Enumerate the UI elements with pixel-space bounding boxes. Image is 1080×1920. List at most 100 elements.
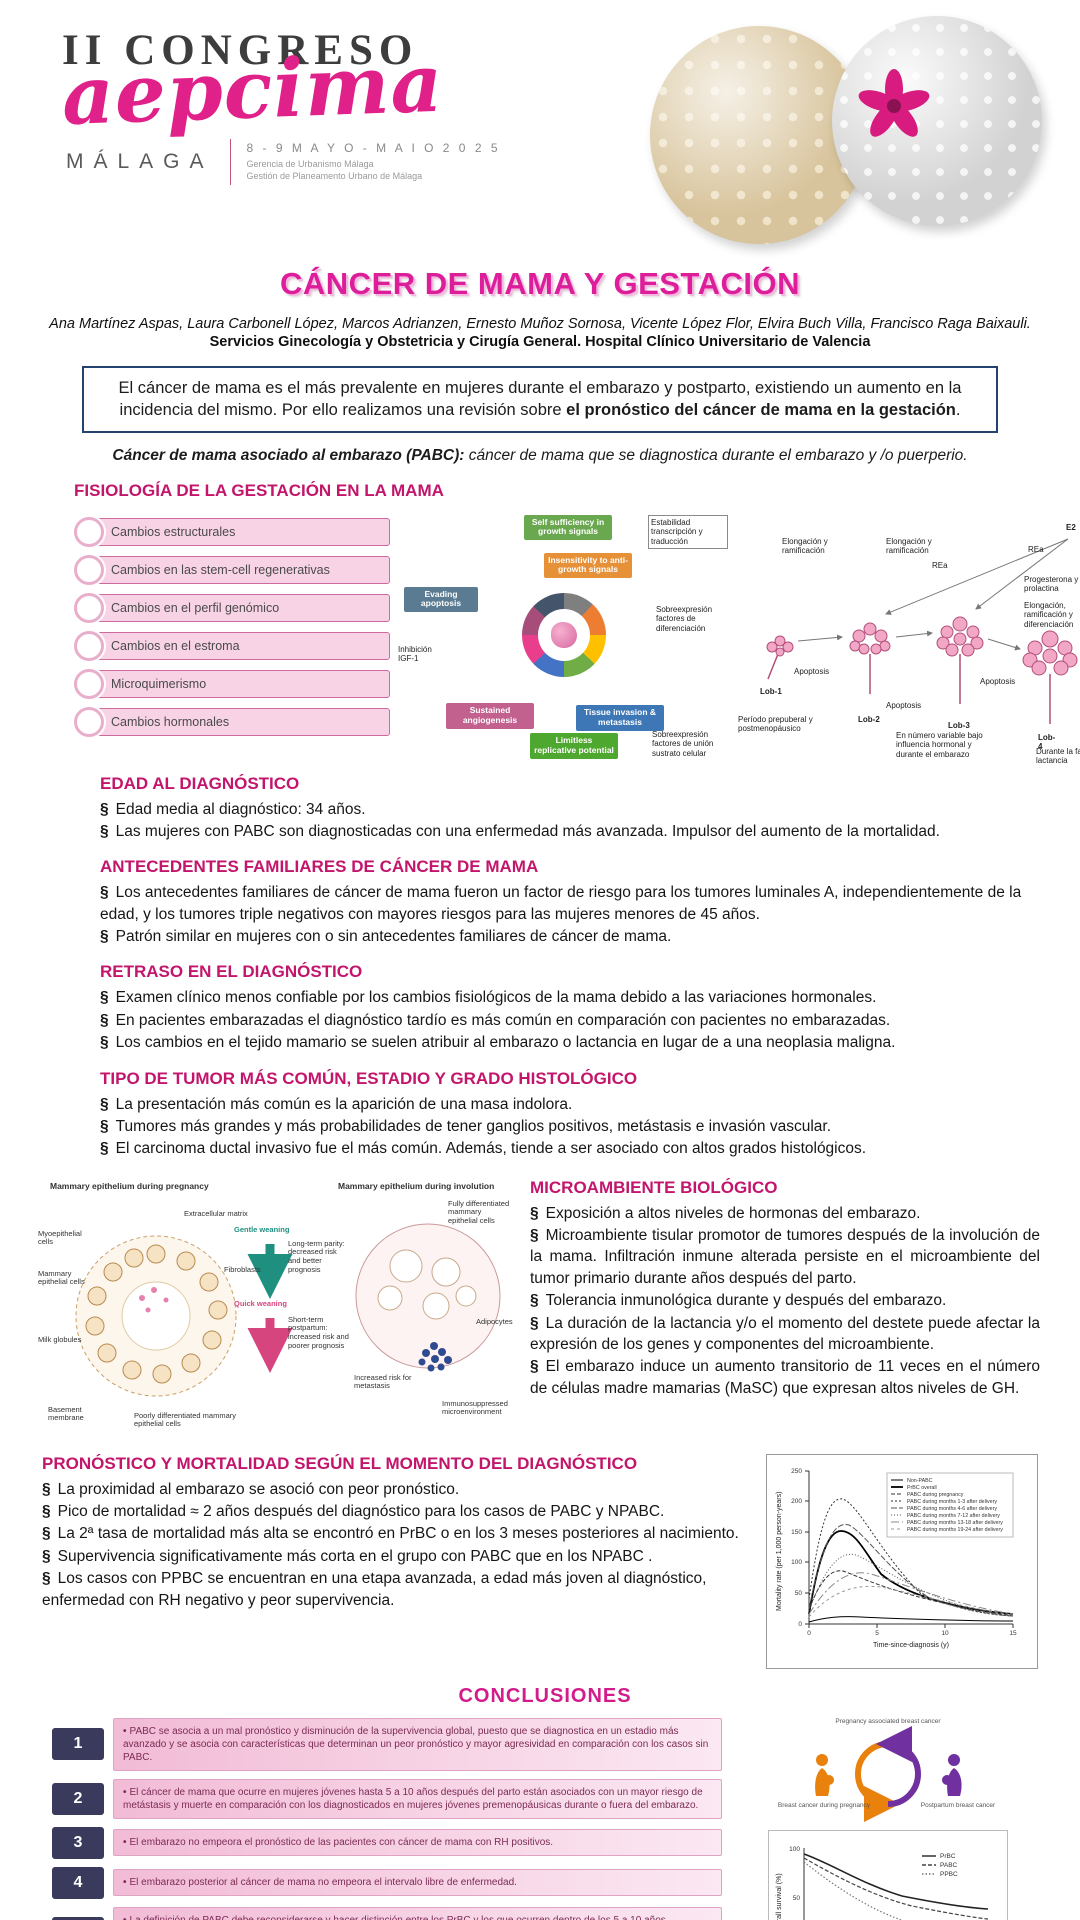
bullet-glyph: §	[530, 1227, 539, 1245]
mortality-chart-art: 0 50 100 150 200 250 0 5 10 15 Mortality…	[776, 1468, 1017, 1649]
conclusion-number: 2	[52, 1782, 104, 1815]
figure-title-involution: Mammary epithelium during involution	[338, 1180, 495, 1191]
label-myoepithelial: Myoepithelial cells	[38, 1228, 82, 1247]
bullet-item: §Tolerancia inmunológica durante y despu…	[530, 1290, 1040, 1311]
section-retraso: RETRASO EN EL DIAGNÓSTICO § Examen clínic…	[100, 962, 1025, 1053]
bullet-item: § El carcinoma ductal invasivo fue el más…	[100, 1138, 1025, 1159]
survival-chart: 0 50 100 0 5 10 15 20 Overall survival (…	[768, 1829, 1008, 1920]
bullet-glyph: §	[100, 989, 109, 1007]
bullet-text: Microambiente tisular promotor de tumore…	[530, 1227, 1040, 1287]
bullet-glyph: §	[100, 1095, 109, 1113]
label-short-term-postpartum: Short-term postpartum: increased risk an…	[288, 1314, 349, 1350]
label-lob3: Lob-3	[948, 720, 970, 730]
bullet-text: Examen clínico menos confiable por los c…	[115, 989, 877, 1007]
bullet-glyph: §	[100, 822, 109, 840]
intro-box: El cáncer de mama es el más prevalente e…	[82, 366, 998, 433]
xtick: 15	[1009, 1630, 1017, 1637]
conclusion-row: 1 •PABC se asocia a un mal pronóstico y …	[52, 1717, 722, 1771]
physiology-item-label: Cambios en el estroma	[90, 631, 390, 660]
label-lob4: Lob-4	[1038, 732, 1056, 752]
label-progesterona: Progesterona y prolactina	[1024, 574, 1079, 594]
lobule-development-diagram: E2 REa REa Elongación y ramificación Elo…	[736, 509, 1080, 766]
hallmark-box-angiogenesis: Sustained angiogenesis	[446, 703, 534, 729]
conclusion-number: 5	[52, 1917, 104, 1920]
physiology-item-label: Cambios estructurales	[90, 517, 390, 546]
legend-entry: PPBC	[940, 1871, 958, 1878]
physiology-figures-row: Cambios estructurales Cambios en las ste…	[74, 509, 1080, 766]
page-title: CÁNCER DE MAMA Y GESTACIÓN	[280, 266, 800, 301]
legend-entry: PrBC	[940, 1853, 956, 1860]
bullet-item: § La proximidad al embarazo se asoció con…	[42, 1479, 750, 1500]
bullet-item: §El embarazo induce un aumento transitor…	[530, 1356, 1040, 1399]
section-antecedentes: ANTECEDENTES FAMILIARES DE CÁNCER DE MAM…	[100, 857, 1025, 947]
organizer-line-2: Gestión de Planeamento Urbano de Málaga	[246, 171, 423, 181]
bullet-text: Los casos con PPBC se encuentran en una …	[42, 1570, 707, 1609]
label-milk-globules: Milk globules	[38, 1334, 82, 1344]
dot-glyph: •	[123, 1915, 127, 1920]
legend-entry: PABC during months 13-18 after delivery	[907, 1520, 1003, 1526]
mammary-figure-art	[75, 1223, 501, 1397]
bullet-circle	[74, 554, 104, 585]
section-heading: RETRASO EN EL DIAGNÓSTICO	[100, 962, 363, 982]
header: II CONGRESO aepcima MÁLAGA 8 - 9 M A Y O…	[0, 0, 1080, 252]
bullet-text: El carcinoma ductal invasivo fue el más …	[115, 1140, 867, 1158]
bullet-text: La proximidad al embarazo se asoció con …	[57, 1480, 460, 1498]
bullet-glyph: §	[530, 1358, 539, 1376]
section-heading: EDAD AL DIAGNÓSTICO	[100, 773, 300, 793]
bullet-glyph: §	[42, 1480, 51, 1498]
city-label: MÁLAGA	[66, 150, 214, 173]
legend-entry: PABC during months 7-12 after delivery	[907, 1513, 1000, 1519]
bullet-text: Pico de mortalidad ≈ 2 años después del …	[57, 1503, 665, 1521]
organizer-line-1: Gerencia de Urbanismo Málaga	[246, 159, 374, 170]
survival-chart-art: 0 50 100 0 5 10 15 20 Overall survival (…	[776, 1846, 989, 1920]
bullet-item: §Los cambios en el tejido mamario se sue…	[100, 1032, 1025, 1053]
xtick: 5	[875, 1630, 879, 1637]
ytick: 0	[798, 1621, 802, 1628]
bullet-item: §Los antecedentes familiares de cáncer d…	[100, 882, 1025, 925]
bullet-glyph: §	[100, 884, 109, 902]
note-igf1: Inhibición IGF-1	[398, 644, 432, 664]
dot-glyph: •	[123, 1837, 127, 1849]
bullet-glyph: §	[530, 1292, 539, 1310]
label-immunosuppressed: Immunosuppressed microenvironment	[442, 1398, 508, 1417]
brand-wordmark: aepcima	[60, 35, 445, 143]
section-heading: TIPO DE TUMOR MÁS COMÚN, ESTADIO Y GRADO…	[100, 1068, 638, 1088]
bullet-glyph: §	[100, 928, 109, 946]
list-item: Microquimerismo	[74, 668, 390, 699]
bullet-item: §Los casos con PPBC se encuentran en una…	[42, 1568, 750, 1611]
conclusion-box: •El embarazo no empeora el pronóstico de…	[113, 1829, 722, 1857]
intro-period: .	[955, 401, 961, 420]
bullet-glyph: §	[42, 1570, 51, 1588]
conclusions-list: 1 •PABC se asocia a un mal pronóstico y …	[52, 1717, 722, 1920]
bullet-text: Tumores más grandes y más probabilidades…	[115, 1117, 831, 1135]
section-heading: ANTECEDENTES FAMILIARES DE CÁNCER DE MAM…	[100, 857, 539, 877]
bullet-glyph: §	[530, 1204, 539, 1222]
bullet-circle	[74, 516, 104, 547]
hallmark-box-antigrowth: Insensitivity to anti-growth signals	[544, 552, 632, 579]
bullet-glyph: §	[100, 1011, 109, 1029]
bullet-glyph: §	[100, 1140, 109, 1158]
bullet-text: La presentación más común es la aparició…	[115, 1095, 573, 1113]
bullet-text: Las mujeres con PABC son diagnosticadas …	[115, 822, 940, 840]
label-ecm: Extracellular matrix	[184, 1208, 248, 1218]
conclusion-box: •La definición de PABC debe reconsiderar…	[113, 1906, 722, 1920]
physiology-item-label: Cambios en las stem-cell regenerativas	[90, 555, 390, 584]
label-elongacion: Elongación y ramificación	[886, 536, 932, 556]
pronostico-text: PRONÓSTICO Y MORTALIDAD SEGÚN EL MOMENTO…	[42, 1454, 750, 1669]
label-rea: REa	[1028, 544, 1044, 554]
cycle-right-label: Postpartum breast cancer	[920, 1801, 996, 1809]
cycle-caption: Pregnancy associated breast cancer	[835, 1717, 941, 1725]
bullet-text: La duración de la lactancia y/o el momen…	[530, 1314, 1040, 1353]
list-item: Cambios en el estroma	[74, 630, 390, 661]
label-lactancia: Durante la fase de lactancia	[1036, 746, 1080, 766]
ytick: 100	[789, 1846, 800, 1853]
conclusion-text: El embarazo no empeora el pronóstico de …	[129, 1837, 554, 1849]
legend-entry: PABC during months 1-3 after delivery	[907, 1499, 997, 1505]
conclusion-text: El cáncer de mama que ocurre en mujeres …	[123, 1786, 703, 1811]
hallmarks-diagram: Self sufficiency in growth signals Evadi…	[398, 509, 728, 759]
label-lob1: Lob-1	[760, 686, 782, 696]
hallmark-box-apoptosis: Evading apoptosis	[404, 586, 478, 613]
bullet-text: Los antecedentes familiares de cáncer de…	[100, 884, 1022, 923]
conclusion-number: 3	[52, 1826, 104, 1859]
section-microambiente: Mammary epithelium during pregnancy Mamm…	[38, 1178, 1040, 1436]
